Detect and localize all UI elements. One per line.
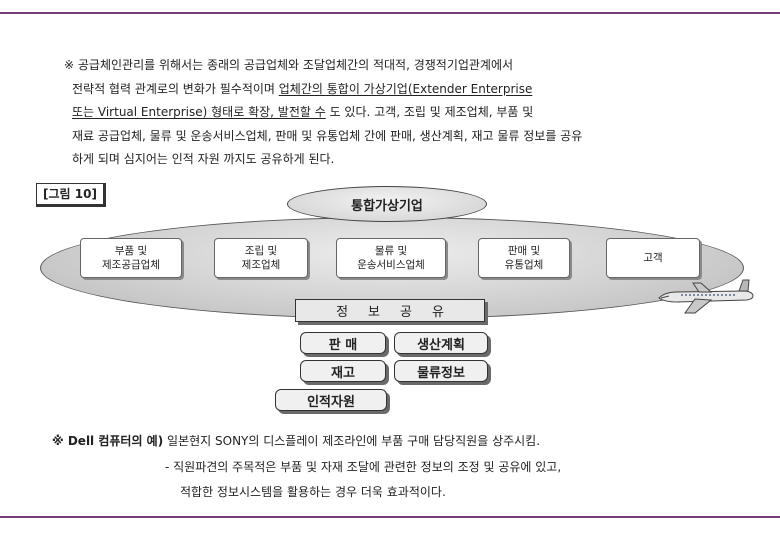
figure-title-banner: 통합가상기업 bbox=[287, 186, 487, 222]
intro-line-3-underlined: 또는 Virtual Enterprise) 형태로 확장, 발전할 수 bbox=[72, 105, 326, 119]
top-divider bbox=[0, 12, 780, 14]
airplane-icon bbox=[655, 278, 755, 318]
node-label-1: 판매 및 bbox=[508, 244, 540, 258]
dell-example-bullet: - 직원파견의 주목적은 부품 및 자재 조달에 관련한 정보의 조정 및 공유… bbox=[165, 458, 561, 475]
node-label-2: 유통업체 bbox=[505, 258, 544, 272]
node-label-1: 고객 bbox=[643, 251, 662, 265]
info-sharing-header: 정보공유 bbox=[295, 299, 485, 322]
dell-example: ※ Dell 컴퓨터의 예) 일본현지 SONY의 디스플레이 제조라인에 부품… bbox=[52, 432, 540, 449]
info-item-human-resources: 인적자원 bbox=[275, 389, 387, 411]
node-logistics-service: 물류 및 운송서비스업체 bbox=[336, 238, 446, 278]
node-label-2: 제조업체 bbox=[242, 258, 281, 272]
intro-line-5: 하게 되며 심지어는 인적 자원 까지도 공유하게 된다. bbox=[64, 148, 744, 172]
info-item-sales: 판 매 bbox=[300, 332, 386, 354]
node-sales-distribution: 판매 및 유통업체 bbox=[478, 238, 570, 278]
intro-line-4: 재료 공급업체, 물류 및 운송서비스업체, 판매 및 유통업체 간에 판매, … bbox=[64, 125, 744, 149]
node-customer: 고객 bbox=[606, 238, 700, 278]
intro-line-3-b: 도 있다. 고객, 조립 및 제조업체, 부품 및 bbox=[326, 105, 534, 119]
dell-example-text: 일본현지 SONY의 디스플레이 제조라인에 부품 구매 담당직원을 상주시킴. bbox=[163, 434, 540, 448]
intro-line-2-underlined: 업체간의 통합이 가상기업(Extender Enterprise bbox=[279, 82, 533, 96]
node-label-1: 부품 및 bbox=[115, 244, 147, 258]
info-item-production-plan: 생산계획 bbox=[394, 332, 488, 354]
intro-line-2: 전략적 협력 관계로의 변화가 필수적이며 업체간의 통합이 가상기업(Exte… bbox=[64, 78, 744, 102]
node-label-2: 운송서비스업체 bbox=[357, 258, 425, 272]
node-parts-supplier: 부품 및 제조공급업체 bbox=[80, 238, 182, 278]
info-item-inventory: 재고 bbox=[300, 360, 386, 382]
node-label-2: 제조공급업체 bbox=[102, 258, 160, 272]
intro-line-2-a: 전략적 협력 관계로의 변화가 필수적이며 bbox=[72, 82, 279, 96]
intro-paragraph: ※ 공급체인관리를 위해서는 종래의 공급업체와 조달업체간의 적대적, 경쟁적… bbox=[64, 54, 744, 172]
node-label-1: 물류 및 bbox=[375, 244, 407, 258]
node-assembly-manufacturer: 조립 및 제조업체 bbox=[214, 238, 308, 278]
info-item-logistics-info: 물류정보 bbox=[394, 360, 488, 382]
bottom-divider bbox=[0, 516, 780, 518]
dell-example-prefix: ※ Dell 컴퓨터의 예) bbox=[52, 434, 163, 448]
figure-label: [그림 10] bbox=[36, 183, 106, 207]
node-label-1: 조립 및 bbox=[245, 244, 277, 258]
dell-example-bullet-continued: 적합한 정보시스템을 활용하는 경우 더욱 효과적이다. bbox=[180, 483, 446, 500]
intro-line-1: ※ 공급체인관리를 위해서는 종래의 공급업체와 조달업체간의 적대적, 경쟁적… bbox=[64, 54, 744, 78]
intro-line-3: 또는 Virtual Enterprise) 형태로 확장, 발전할 수 도 있… bbox=[64, 101, 744, 125]
